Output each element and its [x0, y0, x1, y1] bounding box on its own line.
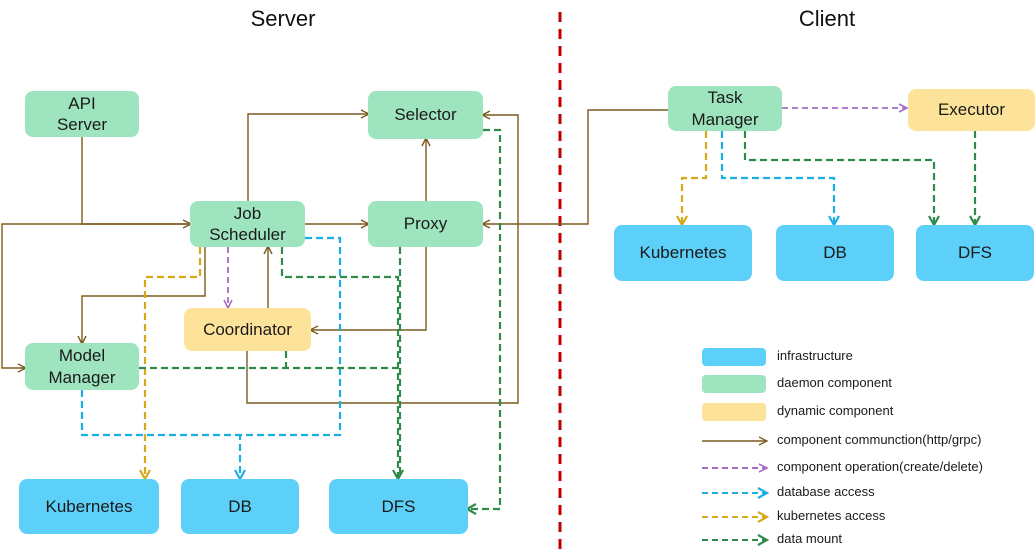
db-client-node: DB	[776, 225, 894, 281]
edge-jobscheduler-to-modelmanager	[82, 247, 206, 343]
edge-taskmanager-db-access	[720, 131, 834, 224]
api-server-node: API Server	[25, 91, 139, 137]
legend-line-samples	[702, 441, 766, 540]
legend-label: component operation(create/delete)	[777, 459, 983, 474]
dfs-client-node: DFS	[916, 225, 1034, 281]
legend-swatch	[702, 348, 766, 366]
legend-swatch	[702, 403, 766, 421]
coordinator-node: Coordinator	[184, 308, 311, 351]
edge-jobscheduler-k8s-access	[145, 247, 202, 478]
proxy-node: Proxy	[368, 201, 483, 247]
kubernetes-client-node: Kubernetes	[614, 225, 752, 281]
legend-label: infrastructure	[777, 348, 853, 363]
dfs-server-node: DFS	[329, 479, 468, 534]
legend-label: dynamic component	[777, 403, 894, 418]
edge-jobscheduler-mount	[280, 247, 398, 478]
server-section-title: Server	[250, 6, 316, 31]
legend-label: component communction(http/grpc)	[777, 432, 982, 447]
db-server-node: DB	[181, 479, 299, 534]
edge-modelmanager-bus	[1, 223, 190, 368]
task-manager-node: Task Manager	[668, 86, 782, 131]
edge-proxy-to-coordinator	[311, 247, 427, 330]
legend-label: database access	[777, 484, 875, 499]
legend-label: kubernetes access	[777, 508, 886, 523]
edge-coordinator-to-selector	[246, 115, 519, 404]
edge-taskmanager-mount	[743, 131, 934, 224]
edge-selector-mount	[468, 128, 502, 509]
selector-node: Selector	[368, 91, 483, 139]
job-scheduler-node: Job Scheduler	[190, 201, 305, 247]
edge-jobscheduler-db-access	[240, 236, 342, 478]
edge-taskmanager-to-proxy	[483, 109, 668, 224]
legend-label: daemon component	[777, 375, 892, 390]
executor-node: Executor	[908, 89, 1035, 131]
edge-jobscheduler-to-selector	[247, 114, 368, 201]
edge-api-to-jobscheduler	[81, 137, 190, 224]
legend-label: data mount	[777, 531, 843, 546]
kubernetes-server-node: Kubernetes	[19, 479, 159, 534]
edge-modelmanager-db-access	[80, 390, 240, 437]
edge-taskmanager-k8s-access	[682, 131, 708, 224]
client-section-title: Client	[798, 6, 856, 31]
model-manager-node: Model Manager	[25, 343, 139, 390]
legend-swatch	[702, 375, 766, 393]
